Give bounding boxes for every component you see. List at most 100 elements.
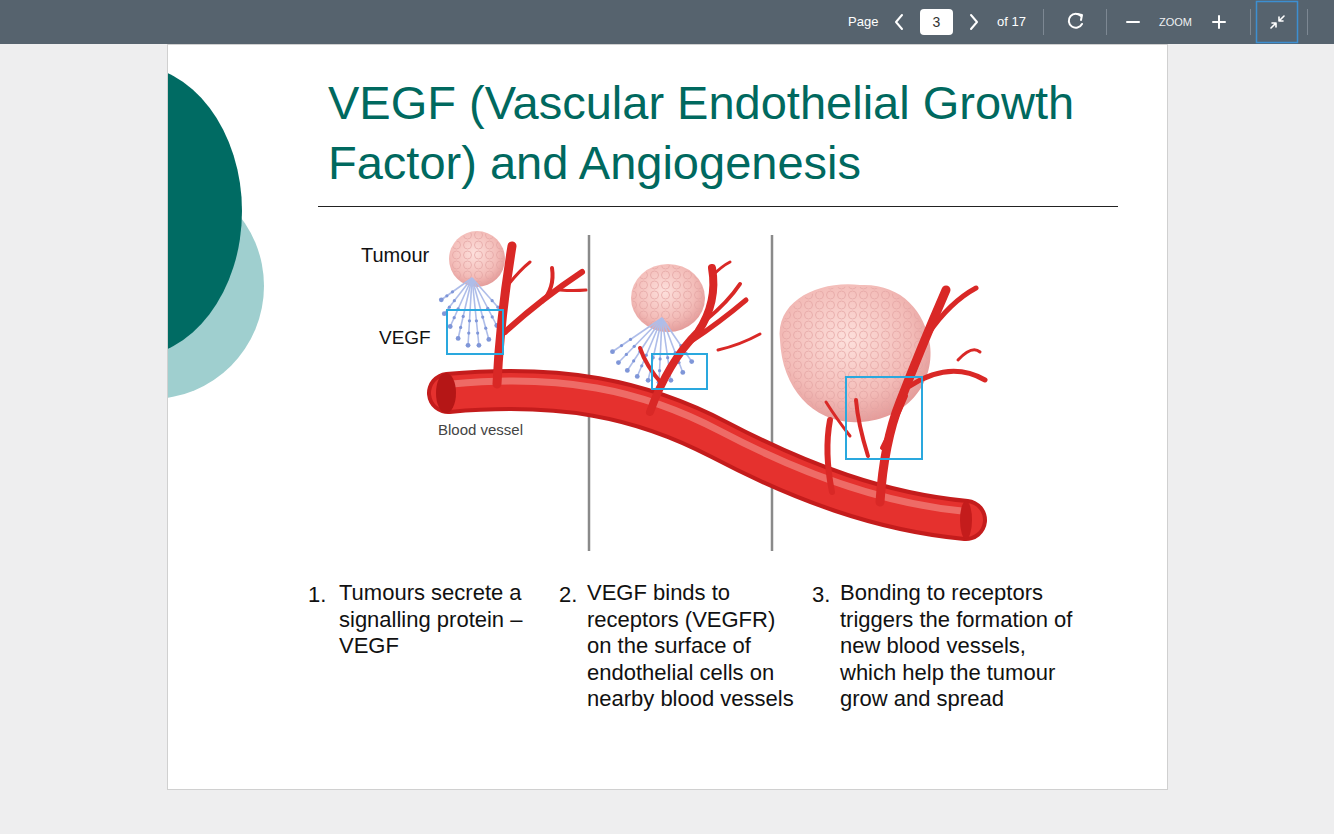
vegf-strand [659, 318, 662, 383]
toolbar-label: ZOOM [1159, 15, 1192, 29]
step-number: 2. [559, 582, 577, 609]
branch [827, 420, 832, 492]
toolbar-label: Page [848, 14, 878, 30]
vegf-molecule [610, 349, 615, 354]
vessel-opening [436, 373, 456, 413]
vegf-molecule [462, 315, 465, 318]
vegf-molecule [633, 345, 636, 348]
prev-chevron [896, 15, 902, 29]
tumour-texture [450, 232, 504, 286]
step-number: 3. [812, 582, 830, 609]
branch [650, 268, 713, 412]
title-rule [318, 206, 1118, 207]
vegf-molecule [445, 294, 448, 297]
part-label: Blood vessel [438, 421, 523, 439]
refresh-arrow [1077, 14, 1082, 20]
refresh-icon [1069, 14, 1082, 28]
vessel-branches [826, 288, 985, 502]
vegf-molecule [616, 360, 621, 365]
highlight-box [652, 354, 707, 389]
branch [542, 268, 553, 302]
part-label: VEGF [379, 327, 431, 349]
vegf-molecule [625, 368, 630, 373]
vegf-molecule [632, 359, 635, 362]
branch [928, 288, 976, 334]
page-number: 3 [933, 14, 941, 30]
focus-outline [1257, 2, 1298, 43]
branch [958, 350, 980, 360]
plus-icon [1218, 16, 1220, 28]
vegf-molecule [468, 319, 471, 322]
panel-divider [771, 235, 774, 551]
divider [1106, 9, 1107, 35]
step-text: VEGF binds to receptors (VEGFR) on the s… [587, 580, 801, 713]
vegf-molecule [467, 331, 470, 334]
vegf-molecule [448, 324, 453, 329]
toolbar-icons [896, 14, 1284, 29]
toolbar-label: of 17 [997, 14, 1026, 30]
next-chevron [971, 15, 977, 29]
vegf-molecule [486, 337, 491, 342]
vegf-molecule [658, 369, 661, 372]
vegf-molecule [439, 297, 444, 302]
branch [882, 396, 906, 448]
vegf-molecule [476, 331, 479, 334]
tumour-mass [631, 264, 705, 332]
vegf-molecule [475, 319, 478, 322]
vessel-branches [640, 262, 760, 412]
vegf-molecule [491, 315, 494, 318]
branch [718, 334, 760, 350]
vegf-molecule [453, 316, 456, 319]
toolbar-dividers [1044, 9, 1308, 35]
part-label: Tumour [361, 243, 429, 267]
vegf-molecule [481, 315, 484, 318]
vegf-molecule [659, 357, 662, 360]
vegf-molecule [689, 359, 694, 364]
vegf-molecule [466, 343, 471, 348]
vegf-molecule [666, 356, 669, 359]
branch [856, 400, 868, 456]
vegf-molecule [477, 343, 482, 348]
vegf-molecule [459, 326, 462, 329]
vegf-molecule [629, 338, 632, 341]
vegf-molecule [491, 299, 494, 302]
branch [706, 284, 740, 320]
vegf-molecule [620, 344, 623, 347]
vegf-molecule [680, 370, 685, 375]
page-number-box: 3 [920, 9, 953, 35]
step-number: 1. [308, 582, 326, 609]
tumour-texture [632, 265, 704, 331]
vegf-strand [450, 278, 472, 327]
divider [1307, 9, 1308, 35]
vegf-molecule [669, 378, 674, 383]
step-text: Bonding to receptors triggers the format… [840, 580, 1080, 713]
minus-icon [1127, 21, 1139, 23]
highlight-box [447, 310, 503, 354]
divider [1043, 9, 1044, 35]
branch [712, 262, 730, 276]
step-text: Tumours secrete a signalling protein – V… [339, 580, 531, 660]
vegf-molecule [456, 336, 461, 341]
dark-teal-circle [168, 65, 242, 357]
vegf-molecule [448, 306, 451, 309]
tumour-mass [449, 231, 505, 287]
collapse-icon [1271, 16, 1284, 28]
tumour-small [449, 231, 505, 287]
vegf-molecule [635, 374, 640, 379]
branch [690, 300, 746, 342]
tumour-medium [631, 264, 705, 332]
vegf-molecule [646, 378, 651, 383]
vegf-molecule [484, 327, 487, 330]
vegf-strand [618, 318, 662, 363]
branch [508, 262, 530, 285]
vegf-molecule [453, 299, 456, 302]
branch [560, 289, 586, 293]
slide-title: VEGF (Vascular Endothelial Growth Factor… [328, 73, 1100, 193]
highlight-box [846, 377, 922, 459]
vessel-branches [497, 246, 586, 384]
vegf-molecule [640, 364, 643, 367]
vegf-strand [468, 278, 472, 346]
vegf-molecule [625, 353, 628, 356]
divider [1250, 9, 1251, 35]
vegf-molecule [451, 290, 454, 293]
